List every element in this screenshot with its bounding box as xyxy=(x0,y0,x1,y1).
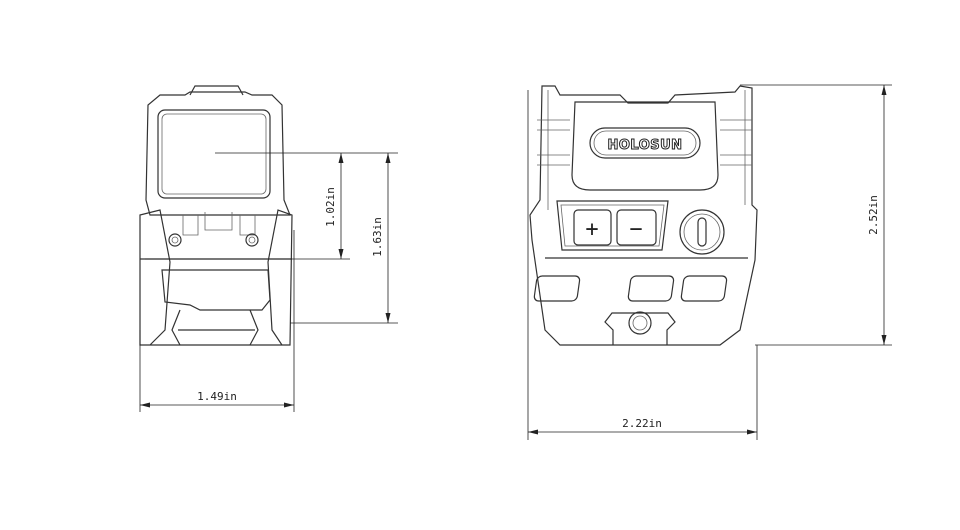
rail-slot xyxy=(171,309,259,346)
logo-badge xyxy=(589,127,701,159)
brand-logo: HOLOSUN xyxy=(607,138,682,153)
top-bump xyxy=(189,85,244,96)
screw-right xyxy=(245,233,259,247)
vent-window-2 xyxy=(627,275,675,302)
vent-window-3 xyxy=(680,275,728,302)
dim-label-1-63: 1.63in xyxy=(371,217,384,257)
side-view: 1.02in 1.63in 1.49in xyxy=(139,85,398,412)
dim-label-1-02: 1.02in xyxy=(324,187,337,227)
button-panel xyxy=(556,200,669,251)
front-view: HOLOSUN + − 2.52in 2.22in xyxy=(527,84,892,440)
dim-label-1-49: 1.49in xyxy=(197,390,237,403)
dim-label-2-52: 2.52in xyxy=(867,195,880,235)
battery-cap xyxy=(679,209,725,255)
mount-body xyxy=(139,209,293,346)
minus-button xyxy=(616,209,657,246)
lens-window xyxy=(157,109,271,199)
screw-left xyxy=(168,233,182,247)
minus-symbol: − xyxy=(629,217,642,242)
mount-screw xyxy=(628,311,652,335)
housing-outline xyxy=(145,91,291,216)
clamp-block xyxy=(161,269,271,311)
front-housing xyxy=(529,85,758,346)
plus-button xyxy=(573,209,612,246)
vent-window-1 xyxy=(533,275,581,302)
logo-panel xyxy=(571,101,719,191)
dim-label-2-22: 2.22in xyxy=(622,417,662,430)
battery-cap-slot xyxy=(697,217,707,247)
plus-symbol: + xyxy=(585,217,598,242)
mount-tab xyxy=(604,312,676,345)
